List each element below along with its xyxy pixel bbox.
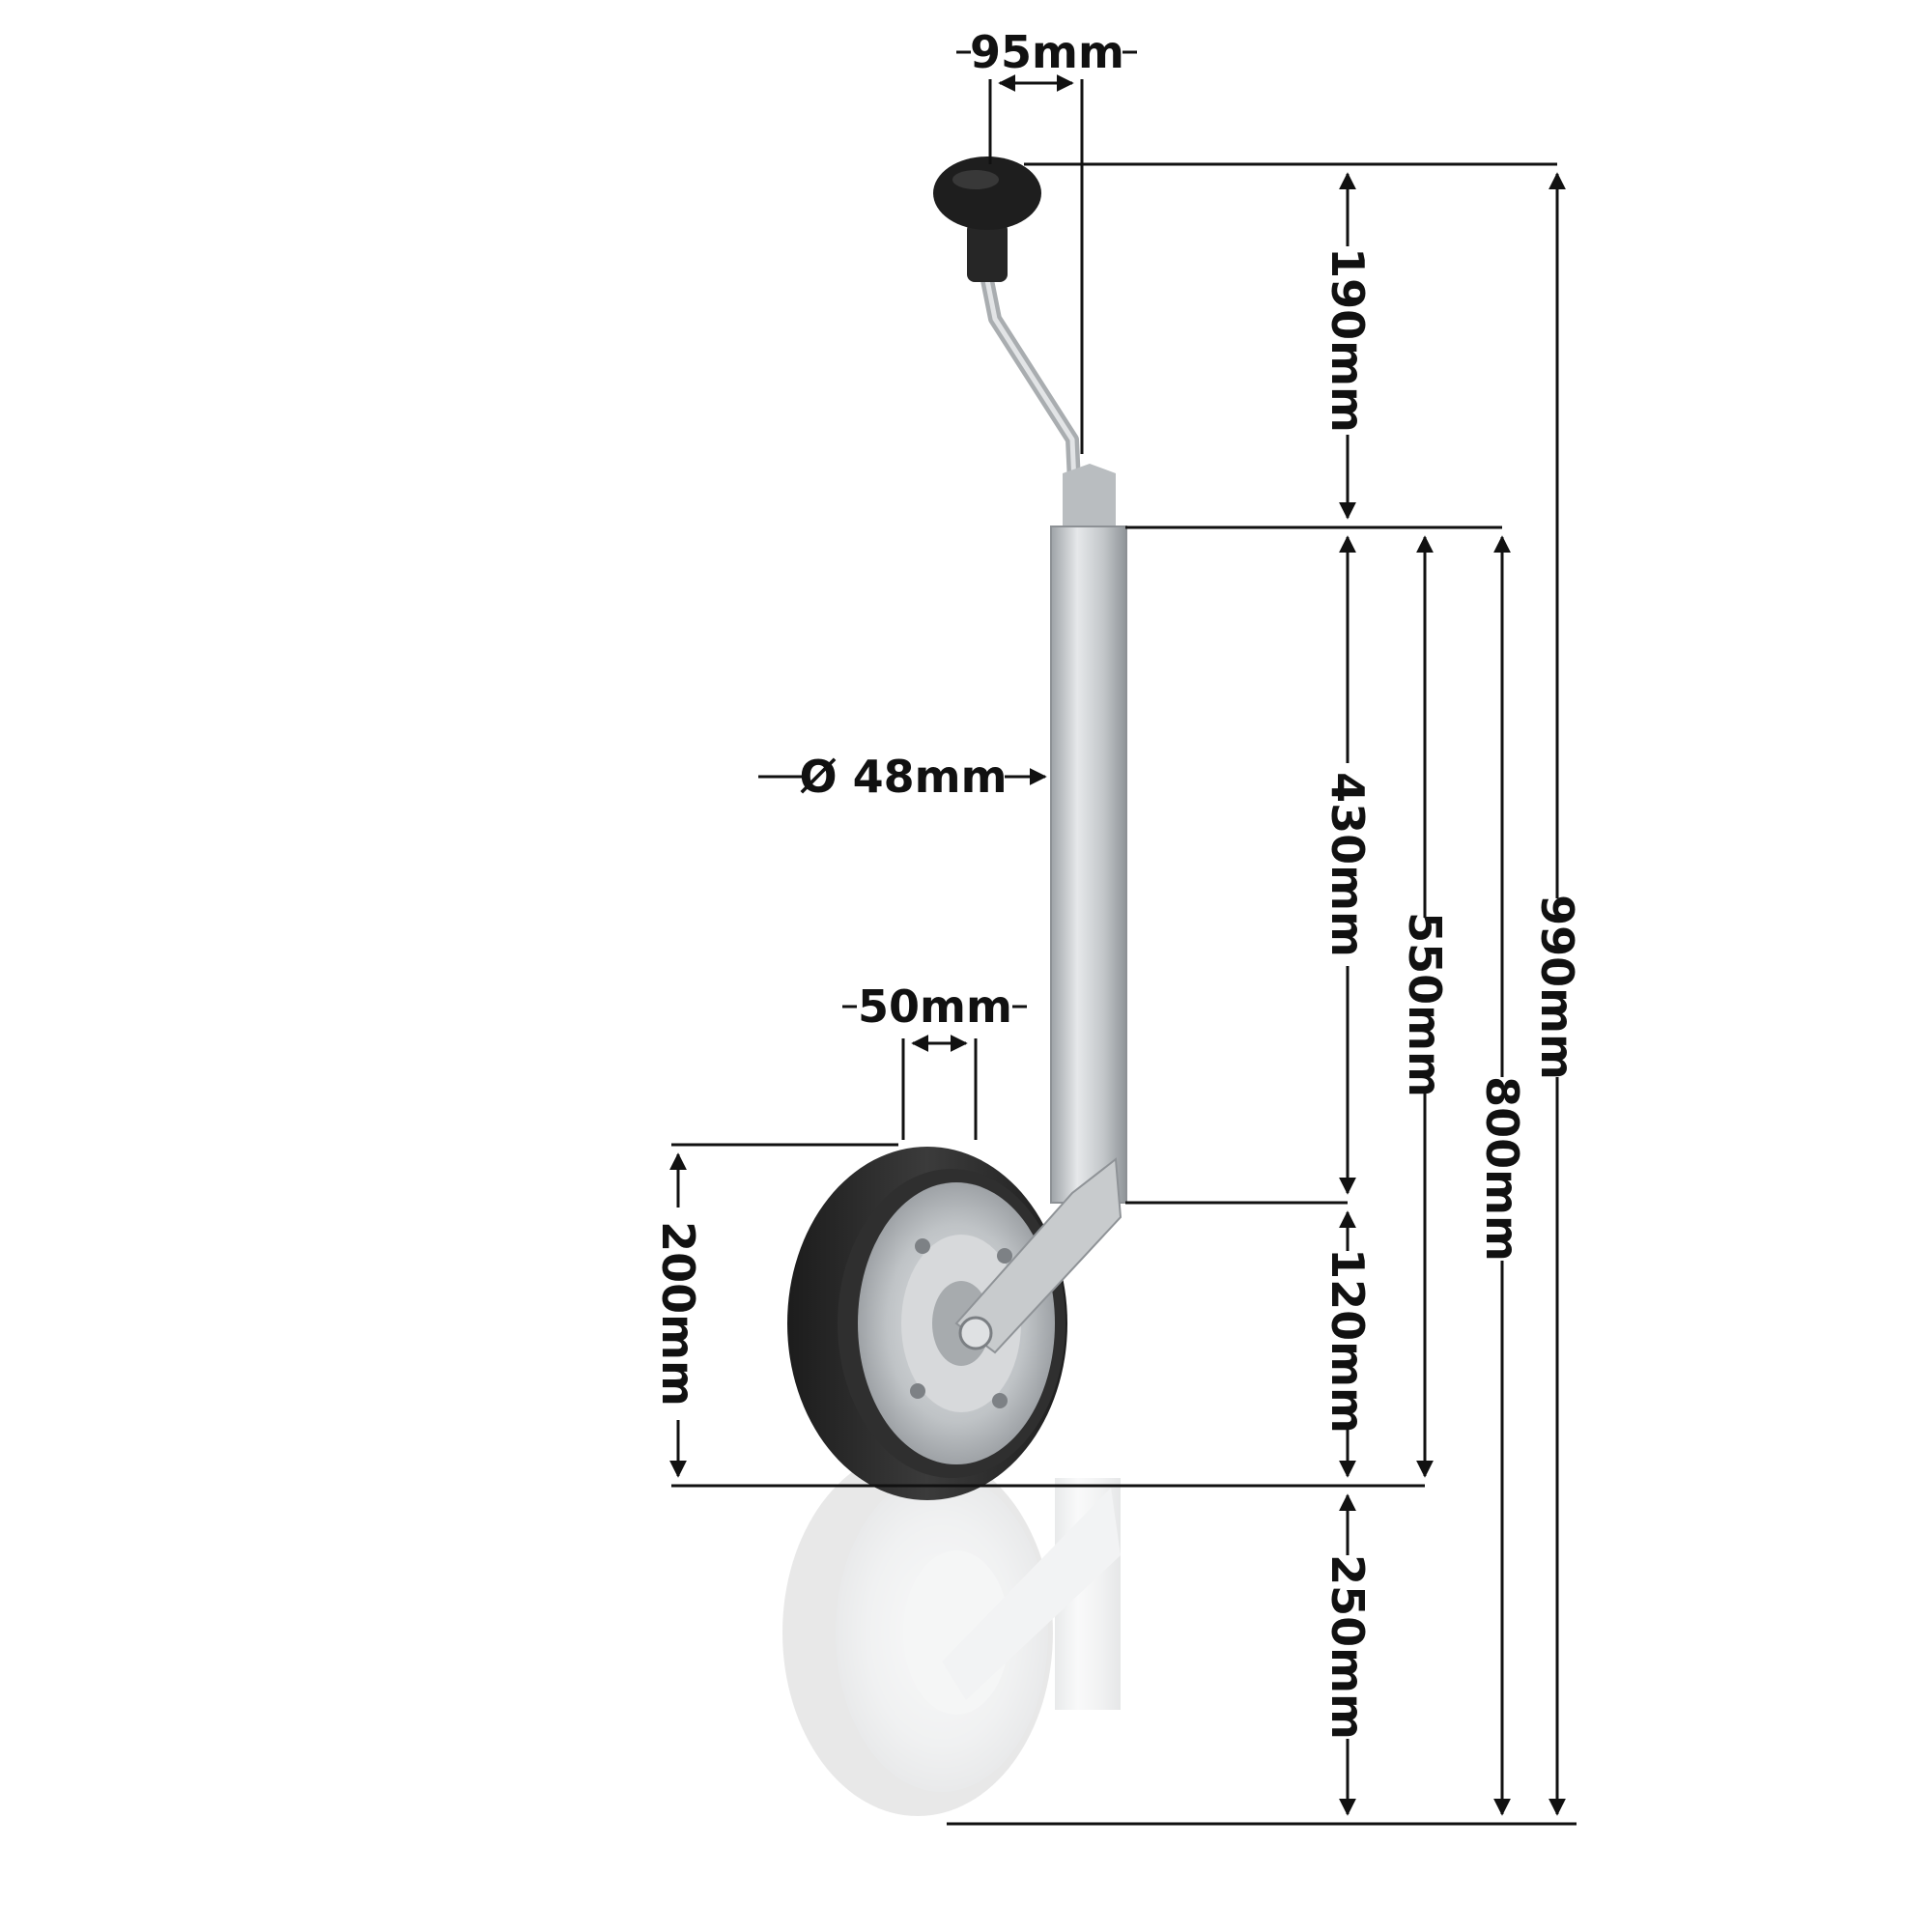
- reflection: [782, 1449, 1121, 1816]
- crank-icon: [980, 273, 1081, 490]
- label-lift: 250mm: [1321, 1554, 1374, 1740]
- label-handle-height: 190mm: [1321, 247, 1374, 433]
- label-total-max: 990mm: [1531, 895, 1583, 1080]
- reference-lines: [671, 162, 1577, 1826]
- dim-tube-diameter: Ø 48mm: [758, 751, 1047, 803]
- dim-handle-offset: 95mm: [956, 26, 1137, 454]
- label-handle-offset: 95mm: [970, 26, 1124, 78]
- label-tube-diameter: Ø 48mm: [800, 751, 1008, 803]
- handle-knob-stem: [967, 222, 1008, 282]
- dim-column-1: 190mm 430mm 120mm 250mm: [1321, 172, 1374, 1816]
- dim-stroke: 550mm: [1399, 535, 1451, 1478]
- dim-wheel-width: 50mm: [842, 980, 1027, 1140]
- label-total-min: 800mm: [1476, 1076, 1528, 1262]
- dim-total-min: 800mm: [1476, 535, 1528, 1816]
- crank-handle[interactable]: [933, 156, 1081, 490]
- tube-icon: [1051, 526, 1126, 1203]
- label-wheel-width: 50mm: [858, 980, 1012, 1033]
- handle-knob-icon: [933, 156, 1041, 230]
- fork-bracket: [954, 1157, 1122, 1354]
- axle-bolt: [958, 1316, 993, 1350]
- label-tube-length: 430mm: [1321, 772, 1374, 957]
- tube-cap: [1063, 464, 1116, 526]
- label-bracket-height: 120mm: [1321, 1248, 1374, 1434]
- dim-total-max: 990mm: [1531, 172, 1583, 1816]
- dim-wheel-diameter: 200mm: [652, 1152, 704, 1478]
- label-wheel-diameter: 200mm: [652, 1221, 704, 1406]
- tube: [1050, 464, 1127, 1204]
- label-stroke: 550mm: [1399, 912, 1451, 1097]
- wheel: [787, 1147, 1067, 1500]
